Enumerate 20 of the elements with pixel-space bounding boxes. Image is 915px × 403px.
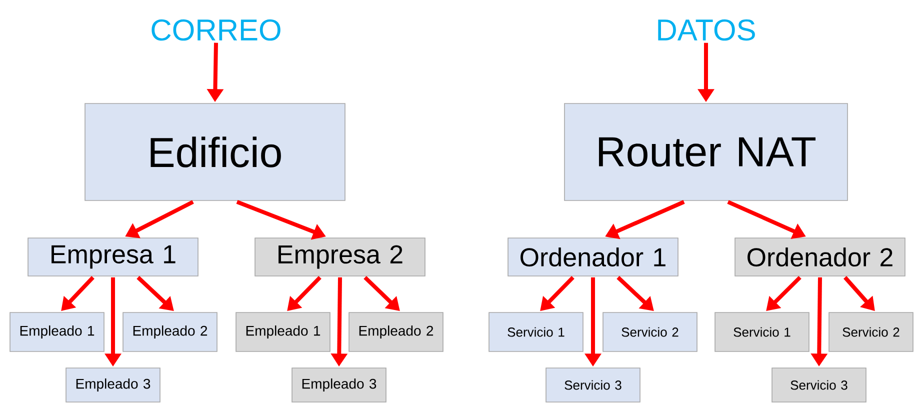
process-box: Servicio 3 <box>772 368 866 402</box>
process-box: Router NAT <box>564 103 848 201</box>
process-box: Servicio 2 <box>828 312 914 352</box>
process-box: Ordenador 1 <box>508 238 678 276</box>
process-box: Servicio 1 <box>714 312 810 352</box>
process-box: Servicio 2 <box>602 312 698 352</box>
process-box: Empleado 3 <box>292 368 386 402</box>
process-box: Empresa 1 <box>28 238 198 276</box>
process-box: Empleado 2 <box>348 312 444 352</box>
process-box: Empleado 1 <box>10 312 104 352</box>
process-box: Servicio 1 <box>488 312 584 352</box>
process-box: Empresa 2 <box>254 238 426 276</box>
process-box: Servicio 3 <box>546 368 640 402</box>
process-box: Empleado 3 <box>66 368 160 402</box>
process-box: Empleado 2 <box>122 312 218 352</box>
heading-text: DATOS <box>658 19 755 41</box>
process-box: Empleado 1 <box>236 312 330 352</box>
heading-text: CORREO <box>152 19 280 41</box>
process-box: Ordenador 2 <box>734 238 906 276</box>
process-box: Edificio <box>84 103 346 201</box>
